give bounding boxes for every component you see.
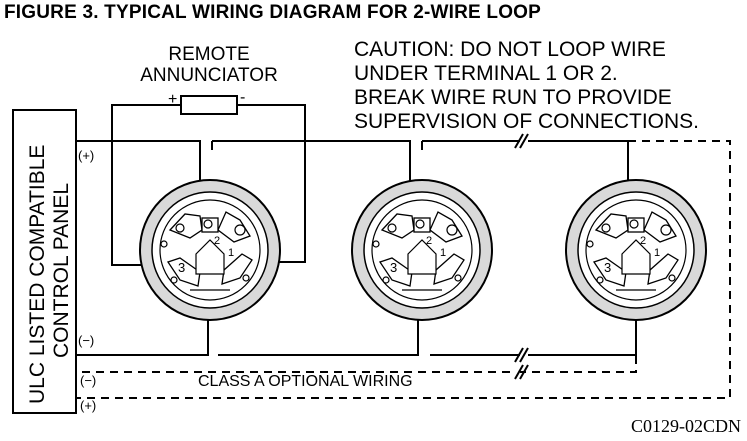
remote-annunciator: REMOTE ANNUNCIATOR + - xyxy=(140,44,278,115)
annunciator-label-line2: ANNUNCIATOR xyxy=(140,65,278,86)
detector-1: 3 2 1 xyxy=(139,179,281,321)
class-a-wires xyxy=(76,140,731,399)
detector-3: 3 2 1 xyxy=(565,179,707,321)
terminal-3-label: 3 xyxy=(178,260,185,275)
panel-label-line1: ULC LISTED COMPATIBLE xyxy=(26,145,49,404)
caution-line-2: UNDER TERMINAL 1 OR 2. xyxy=(354,62,618,85)
terminal-minus-bottom: (−) xyxy=(80,373,96,388)
annunciator-wires xyxy=(111,104,306,266)
terminal-2-label: 2 xyxy=(640,235,646,247)
terminal-2-label: 2 xyxy=(214,235,220,247)
class-a-label: CLASS A OPTIONAL WIRING xyxy=(198,373,413,390)
terminal-1-label: 1 xyxy=(228,247,234,259)
panel-label-line2: CONTROL PANEL xyxy=(50,183,73,358)
figure-title: FIGURE 3. TYPICAL WIRING DIAGRAM FOR 2-W… xyxy=(4,2,542,23)
terminal-3-label: 3 xyxy=(604,260,611,275)
figure-code: C0129-02CDN xyxy=(630,416,741,436)
terminal-1-label: 1 xyxy=(440,247,446,259)
caution-line-4: SUPERVISION OF CONNECTIONS. xyxy=(354,110,699,133)
detector-2: 3 2 1 xyxy=(351,179,493,321)
caution-line-3: BREAK WIRE RUN TO PROVIDE xyxy=(354,86,672,109)
caution-line-1: CAUTION: DO NOT LOOP WIRE xyxy=(354,38,666,61)
terminal-plus-bottom: (+) xyxy=(80,398,96,413)
annunciator-plus: + xyxy=(168,91,177,108)
terminal-2-label: 2 xyxy=(426,235,432,247)
terminal-minus-mid: (−) xyxy=(78,333,94,348)
terminal-plus-top: (+) xyxy=(78,148,94,163)
annunciator-minus: - xyxy=(240,89,245,106)
terminal-1-label: 1 xyxy=(654,247,660,259)
annunciator-label-line1: REMOTE xyxy=(168,44,249,65)
control-panel-box: ULC LISTED COMPATIBLE CONTROL PANEL xyxy=(12,109,77,414)
terminal-3-label: 3 xyxy=(390,260,397,275)
caution-note: CAUTION: DO NOT LOOP WIRE UNDER TERMINAL… xyxy=(354,38,699,133)
